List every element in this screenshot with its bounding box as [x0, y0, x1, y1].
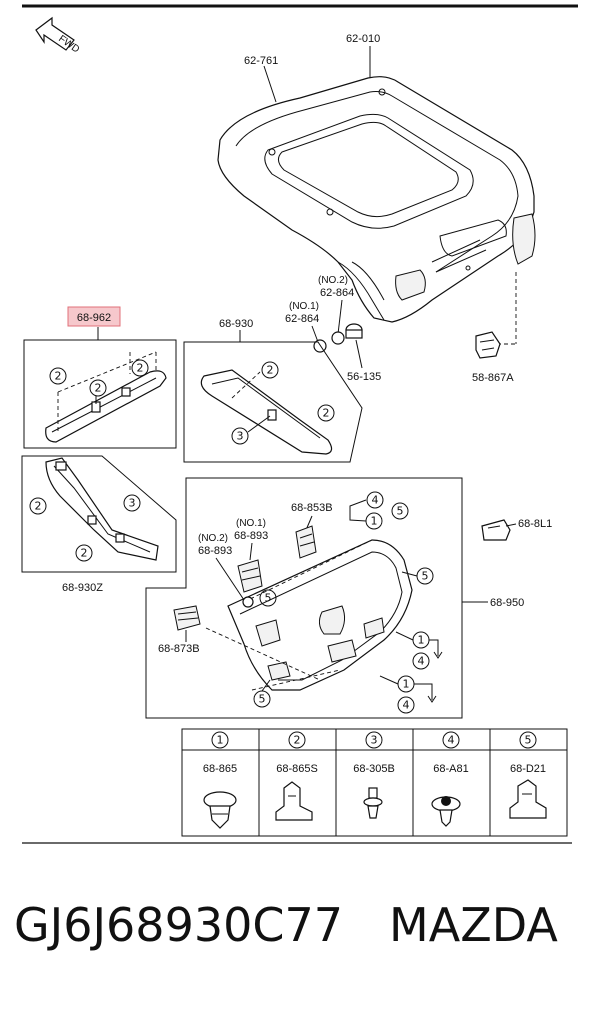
- striker-bracket-icon: [475, 331, 501, 359]
- legend-number-2: 2: [294, 734, 301, 747]
- plug-no2-icon: [331, 331, 345, 345]
- callout-2-d: 2: [267, 364, 274, 377]
- fwd-label: FWD: [56, 33, 81, 55]
- callout-2-f: 2: [35, 500, 42, 513]
- label-68-893-no2: 68-893: [198, 545, 232, 557]
- legend-code-5: 68-D21: [510, 763, 546, 775]
- clip-68-8l1-icon: [481, 519, 511, 541]
- legend-number-5: 5: [525, 734, 532, 747]
- label-68-893-no1: 68-893: [234, 530, 268, 542]
- legend-number-1: 1: [217, 734, 224, 747]
- callout-1-c: 1: [403, 678, 410, 691]
- fastener-68-865-icon: [203, 791, 237, 829]
- callout-5-d: 5: [259, 693, 266, 706]
- label-68-893-no2-tag: (NO.2): [198, 533, 228, 544]
- legend-callout-circle-5: [519, 731, 537, 749]
- label-62-864-no2-tag: (NO.2): [318, 275, 348, 286]
- callout-2-b: 2: [95, 382, 102, 395]
- label-68-962: 68-962: [77, 312, 111, 324]
- label-62-864-no1-tag: (NO.1): [289, 301, 319, 312]
- fwd-arrow-icon: FWD: [35, 16, 81, 56]
- callout-5-b: 5: [397, 505, 404, 518]
- label-62-010: 62-010: [346, 33, 380, 45]
- label-58-867a: 58-867A: [472, 372, 514, 384]
- callout-2-e: 2: [323, 407, 330, 420]
- legend-callout-circle-3: [365, 731, 383, 749]
- callout-1-a: 1: [371, 515, 378, 528]
- label-62-864-no1: 62-864: [285, 313, 319, 325]
- footer-brand: MAZDA: [389, 898, 558, 952]
- trim-68-930z-illustration: [45, 457, 159, 561]
- bumper-stop-icon: [345, 323, 363, 339]
- label-68-930: 68-930: [219, 318, 253, 330]
- liftgate-illustration: [217, 76, 536, 323]
- callout-4-c: 4: [403, 699, 410, 712]
- box-68-930z: [21, 455, 177, 573]
- box-68-950: [145, 477, 463, 719]
- label-62-761: 62-761: [244, 55, 278, 67]
- trim-68-930-illustration: [200, 369, 333, 455]
- clip-68-873b-icon: [173, 605, 201, 631]
- legend-callout-circle-2: [288, 731, 306, 749]
- callout-5-a: 5: [265, 592, 272, 605]
- callout-3-b: 3: [129, 497, 136, 510]
- callout-3-a: 3: [237, 430, 244, 443]
- callout-4-a: 4: [372, 494, 379, 507]
- callout-1-b: 1: [418, 634, 425, 647]
- callout-2-c: 2: [137, 362, 144, 375]
- box-68-930: [183, 341, 363, 463]
- legend-code-1: 68-865: [203, 763, 237, 775]
- fastener-68-865s-icon: [275, 781, 313, 821]
- trim-68-950-illustration: [205, 539, 413, 691]
- legend-code-3: 68-305B: [353, 763, 395, 775]
- highlight-68-962: [67, 306, 121, 327]
- footer-part-number: GJ6J68930C77: [14, 898, 344, 952]
- legend-number-4: 4: [448, 734, 455, 747]
- box-68-962: [23, 339, 177, 449]
- fastener-legend-table: [181, 728, 568, 837]
- callout-4-b: 4: [418, 655, 425, 668]
- label-68-893-no1-tag: (NO.1): [236, 518, 266, 529]
- legend-number-3: 3: [371, 734, 378, 747]
- clip-68-893-icon: [237, 559, 263, 608]
- footer-caption: GJ6J68930C77 MAZDA: [14, 898, 594, 968]
- label-68-853b: 68-853B: [291, 502, 333, 514]
- callout-5-c: 5: [422, 570, 429, 583]
- label-68-950: 68-950: [490, 597, 524, 609]
- fastener-68-d21-icon: [509, 779, 547, 819]
- clip-68-853b-icon: [295, 525, 317, 559]
- fastener-68-a81-icon: [431, 796, 461, 827]
- callout-2-g: 2: [81, 547, 88, 560]
- leader-62-761: [263, 65, 277, 103]
- fastener-68-305b-icon: [363, 787, 383, 819]
- legend-callout-circle-1: [211, 731, 229, 749]
- label-56-135: 56-135: [347, 371, 381, 383]
- label-62-864-no2: 62-864: [320, 287, 354, 299]
- legend-code-4: 68-A81: [433, 763, 468, 775]
- label-68-930z: 68-930Z: [62, 582, 103, 594]
- trim-68-962-illustration: [45, 351, 167, 443]
- legend-code-2: 68-865S: [276, 763, 318, 775]
- legend-callout-circle-4: [442, 731, 460, 749]
- label-68-8l1: 68-8L1: [518, 518, 552, 530]
- label-68-873b: 68-873B: [158, 643, 200, 655]
- callout-2-a: 2: [55, 370, 62, 383]
